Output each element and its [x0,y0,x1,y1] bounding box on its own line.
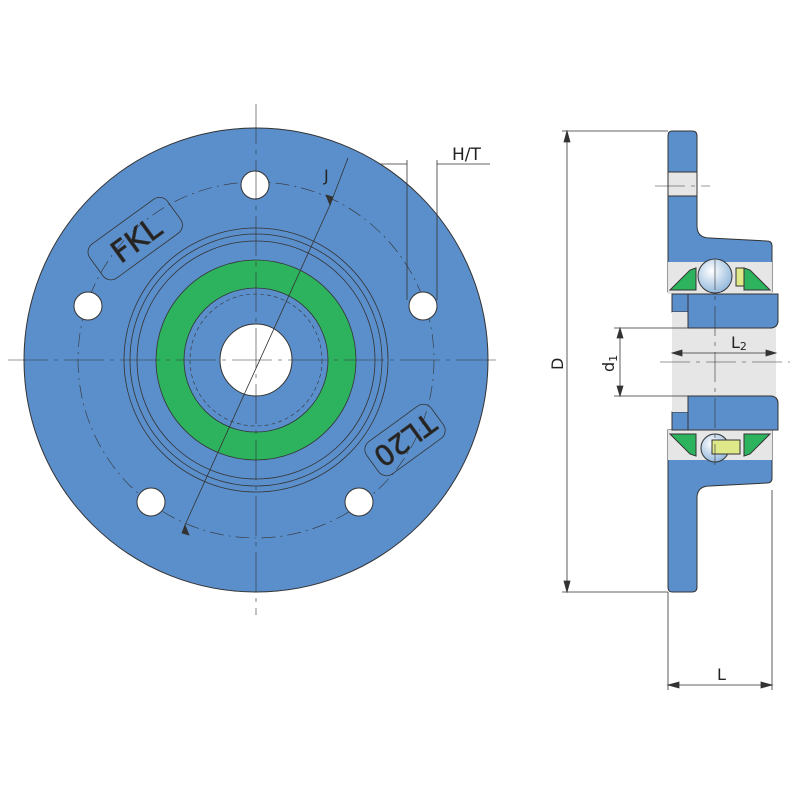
mounting-hole [136,487,166,517]
mounting-hole [240,170,270,200]
cage-lower [711,439,741,455]
seal-upper-left [668,267,697,291]
label-d1: d1 [599,355,620,372]
dimension-l2 [670,349,778,357]
label-ht: H/T [452,145,482,165]
dimension-d [562,129,668,594]
mounting-holes [73,170,438,517]
seal-lower-left [668,433,697,457]
label-l2: L2 [731,333,747,353]
seal-lower-right [743,433,772,457]
dimension-ht [380,160,490,300]
dimension-j [181,157,349,536]
dimension-d1 [614,326,688,398]
bolt-hole-section [667,171,698,197]
front-view: FKL TL20 J H/T [8,104,500,615]
center-lines [8,104,500,615]
label-j: J [323,166,329,185]
mounting-hole [408,291,438,321]
mounting-hole [344,487,374,517]
dimension-l [666,490,774,690]
seal-upper-right [743,267,772,291]
cage-upper [735,267,745,287]
label-d: D [548,358,567,370]
side-center-lines [655,185,790,465]
side-view [667,130,779,593]
mounting-hole [73,291,103,321]
flange-section-lower [667,429,773,593]
flange-section [667,130,773,293]
label-l: L [717,665,726,684]
